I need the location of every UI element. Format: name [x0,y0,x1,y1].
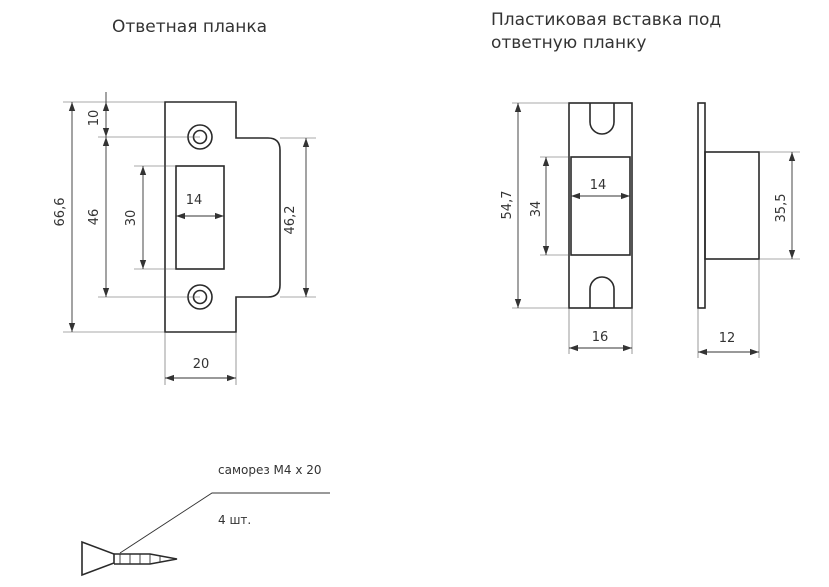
dim-slot-width: 14 [186,193,203,208]
strike-plate-outline [164,101,281,333]
dim-window-height: 34 [529,201,544,218]
screw-label: саморез М4 х 20 [218,463,322,477]
insert-bottom-notch [589,276,615,308]
insert-side-view: 35,5 12 [697,102,800,358]
dim-top-offset: 10 [87,110,102,127]
insert-title-line-2: ответную планку [491,33,647,53]
strike-plate-drawing: 66,6 10 46 30 14 46,2 20 [53,92,316,385]
screw-shank [114,553,178,565]
dim-insert-height: 54,7 [500,191,515,220]
insert-outline [568,102,633,309]
strike-plate-title: Ответная планка [112,17,268,37]
dim-insert-width: 16 [592,330,609,345]
dim-box-height: 35,5 [774,194,789,223]
dim-slot-height: 30 [124,210,139,227]
screw-leader-line [119,492,330,554]
screw-head [81,540,115,577]
insert-title-line-1: Пластиковая вставка под [491,10,722,30]
insert-title: Пластиковая вставка под ответную планку [491,9,721,55]
dim-window-width: 14 [590,178,607,193]
screw-drawing: саморез М4 х 20 4 шт. [81,463,330,577]
strike-slot [175,165,225,270]
screw-quantity: 4 шт. [218,513,251,527]
insert-top-notch [589,103,615,135]
insert-window [570,156,631,256]
dim-insert-depth: 12 [719,331,736,346]
dim-hole-spacing: 46 [87,209,102,226]
dim-plate-width: 20 [193,357,210,372]
insert-side-body [704,151,760,260]
dim-lip-height: 46,2 [283,206,298,235]
insert-side-flange [697,102,706,309]
dim-total-height: 66,6 [53,198,68,227]
insert-front-view: 54,7 34 14 16 [500,102,633,354]
